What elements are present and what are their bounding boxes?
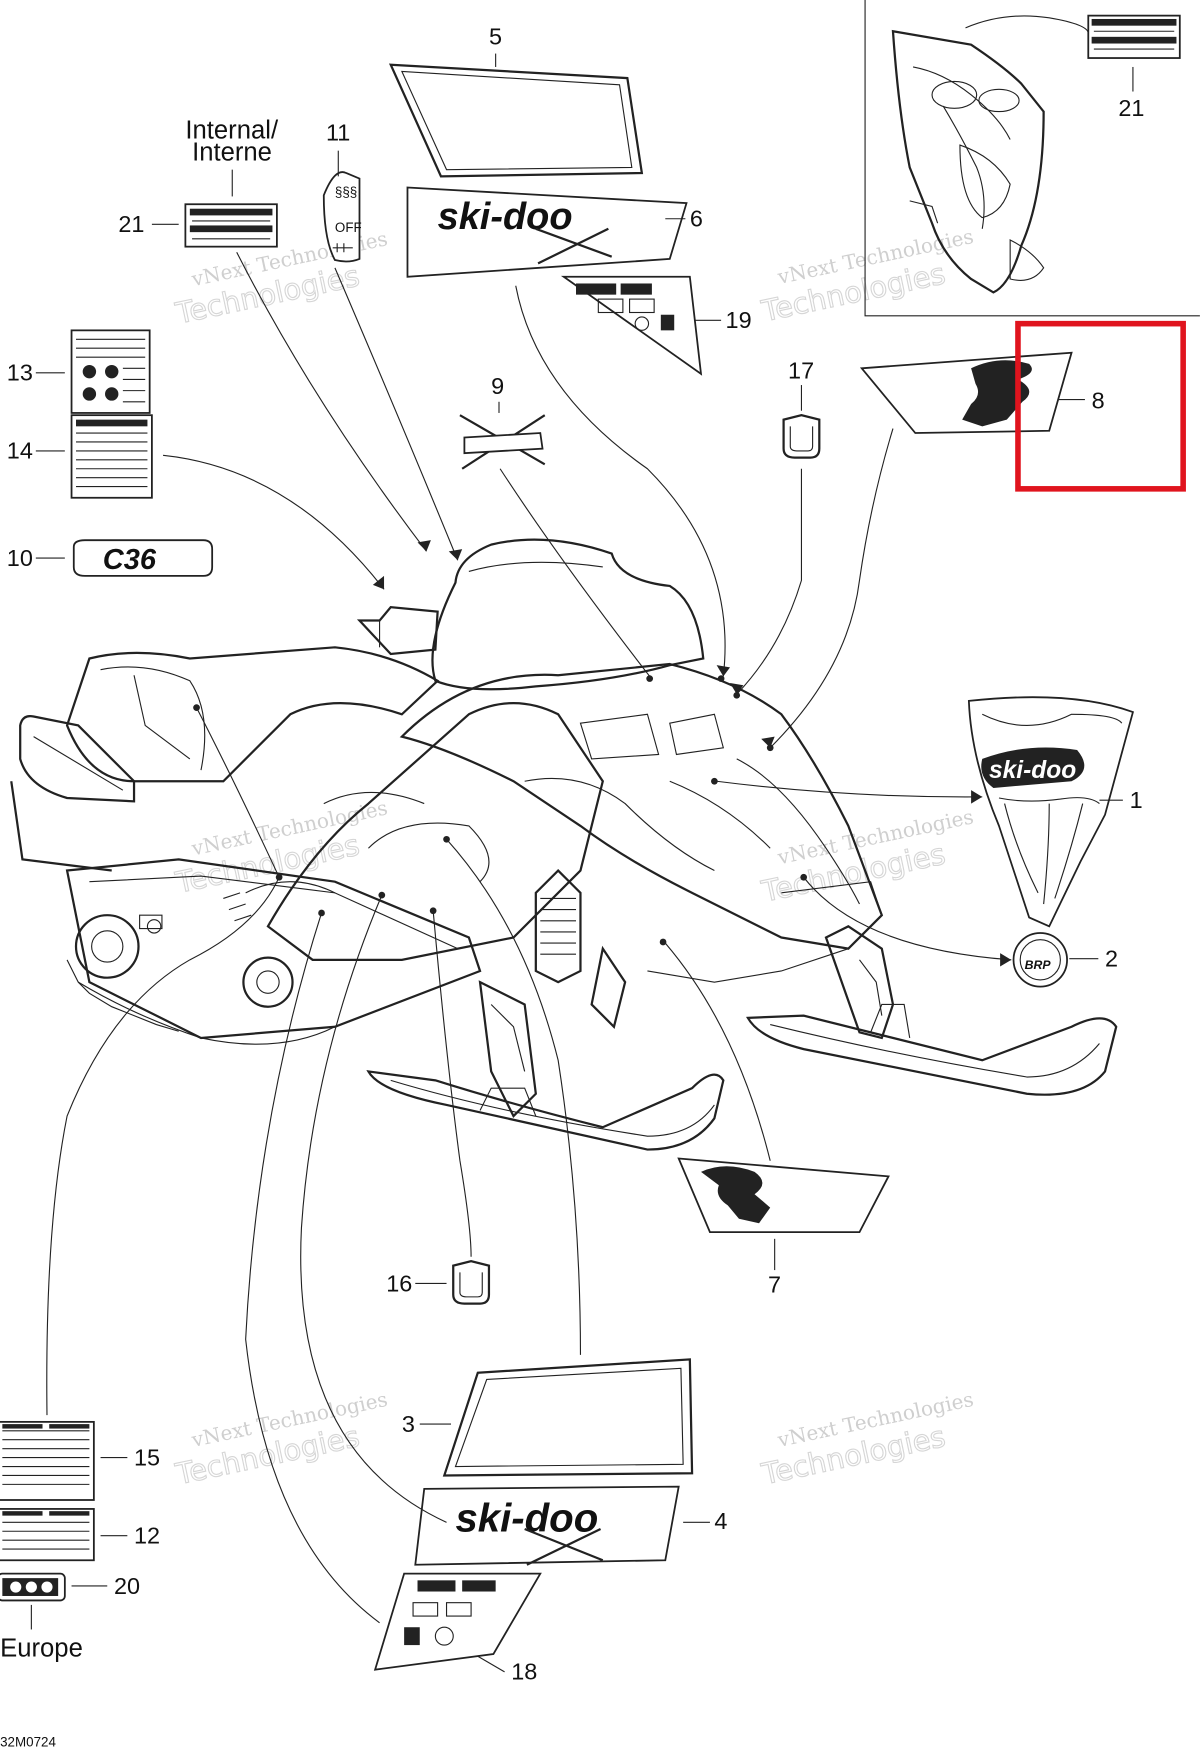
callout-6: 6 [690, 206, 703, 232]
watermark: vNext Technologies Technologies [757, 804, 975, 909]
decal-2-brp-emblem: BRP [1012, 932, 1068, 988]
callout-7: 7 [768, 1271, 781, 1297]
decal-1-skidoo-text: ski-doo [989, 757, 1076, 784]
callout-10: 10 [7, 545, 33, 571]
watermark: vNext Technologies Technologies [757, 1387, 975, 1492]
leader-lines [46, 251, 1012, 1624]
callout-14: 14 [7, 438, 33, 464]
decal-4-skidoo-text: ski-doo [455, 1495, 598, 1540]
decal-12-warning-label [0, 1508, 95, 1562]
watermark: vNext Technologies Technologies [172, 1387, 390, 1492]
watermark: vNext Technologies Technologies [757, 224, 975, 329]
callout-3: 3 [402, 1411, 415, 1437]
decal-skidoo-text: ski-doo [438, 196, 573, 238]
callout-13: 13 [7, 360, 33, 386]
decal-3-frame [442, 1358, 694, 1477]
internal-label-line2: Interne [192, 139, 272, 167]
decal-21-warning-label [184, 203, 278, 248]
decal-13-warning-label [70, 329, 151, 414]
callout-4: 4 [714, 1508, 727, 1534]
callout-2: 2 [1105, 946, 1118, 972]
drawing-code: 32M0724 [0, 1735, 56, 1750]
callout-5: 5 [489, 24, 502, 50]
decal-15-warning-label [0, 1420, 95, 1501]
decal-c36-text: C36 [103, 544, 157, 576]
callout-21-inset: 21 [1118, 95, 1144, 121]
decal-4-skidoo-side: ski-doo [414, 1485, 680, 1566]
svg-text:§§§: §§§ [335, 184, 357, 199]
decal-brp-text: BRP [1025, 958, 1052, 972]
decal-7-side-graphic [677, 1157, 890, 1234]
internal-label-line1: Internal/ [185, 116, 279, 144]
europe-label: Europe [0, 1634, 83, 1662]
callout-9: 9 [491, 373, 504, 399]
highlight-box [1015, 320, 1186, 492]
callout-19: 19 [726, 307, 752, 333]
watermark: vNext Technologies Technologies [172, 795, 390, 900]
callout-21: 21 [118, 211, 144, 237]
leader-dots [193, 675, 808, 946]
arrowheads [372, 540, 1012, 967]
callout-20: 20 [114, 1573, 140, 1599]
callout-1: 1 [1130, 787, 1143, 813]
decal-17-plate [782, 414, 821, 459]
callout-17: 17 [788, 357, 814, 383]
decal-18-badges [373, 1572, 542, 1671]
callout-16: 16 [386, 1270, 412, 1296]
callout-15: 15 [134, 1444, 160, 1470]
decal-14-warning-label [70, 414, 153, 499]
callout-11: 11 [326, 120, 350, 146]
decal-19-badges [560, 275, 703, 376]
inset-panel: 21 [864, 0, 1200, 317]
decal-1-hood-graphic: ski-doo [967, 696, 1135, 928]
decal-10-c36-logo: C36 [72, 539, 214, 577]
decal-6-skidoo-side: ski-doo [406, 186, 688, 278]
callout-12: 12 [134, 1523, 160, 1549]
warning-label-inset [1087, 14, 1181, 59]
callout-8: 8 [1092, 387, 1105, 413]
decal-9-x-logo [459, 414, 546, 470]
decal-20-europe-symbols [0, 1572, 66, 1602]
decal-11-heat-control: §§§ OFF [322, 171, 362, 263]
snowmobile-outline [10, 538, 1118, 1151]
decal-8-side-graphic [859, 351, 1073, 434]
decal-5-frame [388, 63, 644, 178]
callout-18: 18 [511, 1659, 537, 1685]
decal-off-text: OFF [335, 220, 362, 235]
decal-16-plate [452, 1260, 491, 1305]
